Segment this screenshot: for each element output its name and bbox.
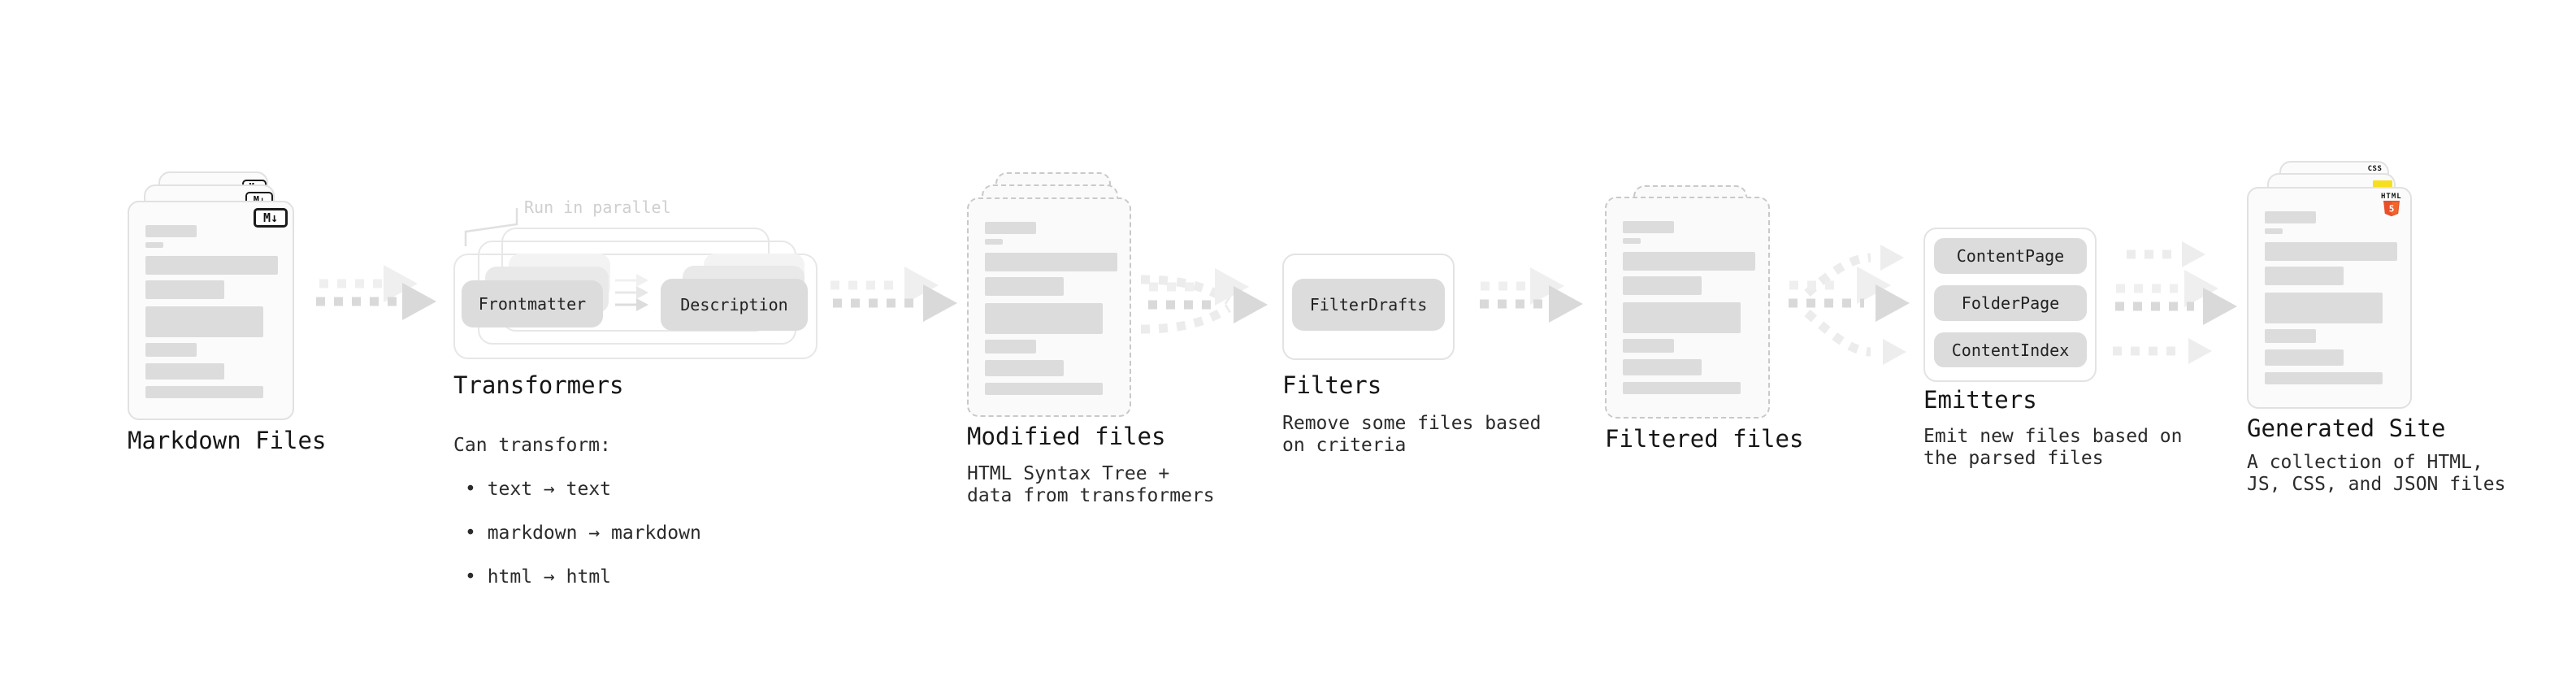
contentpage-pill: ContentPage	[1934, 238, 2087, 274]
filtered-files-title: Filtered files	[1605, 425, 1804, 453]
generated-file-card-front: HTML 5	[2247, 187, 2412, 409]
placeholder-bar	[985, 303, 1103, 334]
placeholder-bar	[1623, 302, 1741, 333]
placeholder-bar	[985, 340, 1036, 354]
placeholder-bar	[145, 363, 224, 380]
emitters-description: Emit new files based on the parsed files	[1923, 426, 2183, 469]
placeholder-bar	[985, 383, 1103, 395]
arrows-frontmatter-to-description	[615, 274, 648, 311]
placeholder-bar	[2265, 372, 2383, 384]
generated-site-title: Generated Site	[2247, 414, 2446, 442]
modified-file-card-front	[967, 197, 1131, 417]
placeholder-bar	[985, 222, 1036, 234]
transformers-description: Can transform: • text → text • markdown …	[453, 413, 701, 610]
filtered-file-card-front	[1605, 197, 1770, 419]
folderpage-pill: FolderPage	[1934, 285, 2087, 321]
svg-text:5: 5	[2389, 204, 2395, 215]
placeholder-bar	[1623, 252, 1755, 271]
html5-shield: 5	[2383, 201, 2400, 217]
filters-description: Remove some files based on criteria	[1282, 413, 1542, 456]
arrow-filters-to-filtered	[1471, 267, 1583, 323]
placeholder-bar	[145, 386, 263, 398]
placeholder-bar	[985, 239, 1003, 245]
arrow-modified-to-filters	[1139, 268, 1268, 334]
filterdrafts-pill: FilterDrafts	[1292, 279, 1445, 331]
placeholder-bar	[1623, 221, 1674, 233]
placeholder-bar	[2265, 293, 2383, 323]
run-in-parallel-note: Run in parallel	[524, 197, 671, 217]
arrow-transformers-to-modified	[824, 267, 957, 322]
placeholder-bar	[145, 225, 197, 237]
modified-files-title: Modified files	[967, 423, 1166, 450]
placeholder-bar	[1623, 382, 1741, 394]
placeholder-bar	[985, 253, 1117, 271]
markdown-files-title: Markdown Files	[128, 427, 327, 454]
placeholder-bar	[1623, 359, 1702, 375]
arrows-emitters-to-generated	[2106, 241, 2237, 364]
placeholder-bar	[145, 306, 263, 337]
placeholder-bar	[145, 280, 224, 299]
run-in-parallel-connector	[464, 208, 518, 246]
emitters-title: Emitters	[1923, 386, 2037, 414]
placeholder-bar	[145, 343, 197, 357]
css-icon-label: CSS	[2367, 165, 2383, 173]
desc-line: Can transform:	[453, 435, 611, 456]
html5-icon: HTML 5	[2381, 193, 2402, 217]
placeholder-bar	[985, 360, 1064, 376]
placeholder-bar	[2265, 228, 2283, 234]
javascript-icon	[2373, 180, 2392, 189]
placeholder-bar	[145, 242, 163, 248]
contentindex-pill: ContentIndex	[1934, 332, 2087, 367]
markdown-file-card-front: M↓	[128, 201, 294, 420]
arrow-markdown-to-transformers	[307, 265, 436, 320]
placeholder-bar	[1623, 276, 1702, 295]
markdown-icon: M↓	[254, 208, 288, 228]
description-pill: Description	[661, 279, 808, 331]
placeholder-bar	[985, 277, 1064, 296]
placeholder-bar	[1623, 238, 1641, 244]
placeholder-bar	[2265, 211, 2316, 223]
html5-icon-label: HTML	[2381, 193, 2402, 201]
arrow-filtered-to-emitters	[1780, 245, 1910, 365]
placeholder-bar	[145, 256, 278, 275]
placeholder-bar	[2265, 242, 2397, 261]
generated-site-description: A collection of HTML, JS, CSS, and JSON …	[2247, 452, 2506, 495]
desc-line: • markdown → markdown	[465, 523, 701, 544]
frontmatter-pill: Frontmatter	[462, 280, 603, 327]
filters-title: Filters	[1282, 371, 1382, 399]
placeholder-bar	[2265, 349, 2344, 366]
modified-files-description: HTML Syntax Tree + data from transformer…	[967, 463, 1215, 506]
placeholder-bar	[2265, 267, 2344, 285]
desc-line: • text → text	[465, 479, 612, 500]
placeholder-bar	[1623, 339, 1674, 353]
transformer-box-front	[453, 254, 817, 359]
placeholder-bar	[2265, 329, 2316, 343]
transformers-title: Transformers	[453, 371, 624, 399]
desc-line: • html → html	[465, 566, 612, 588]
